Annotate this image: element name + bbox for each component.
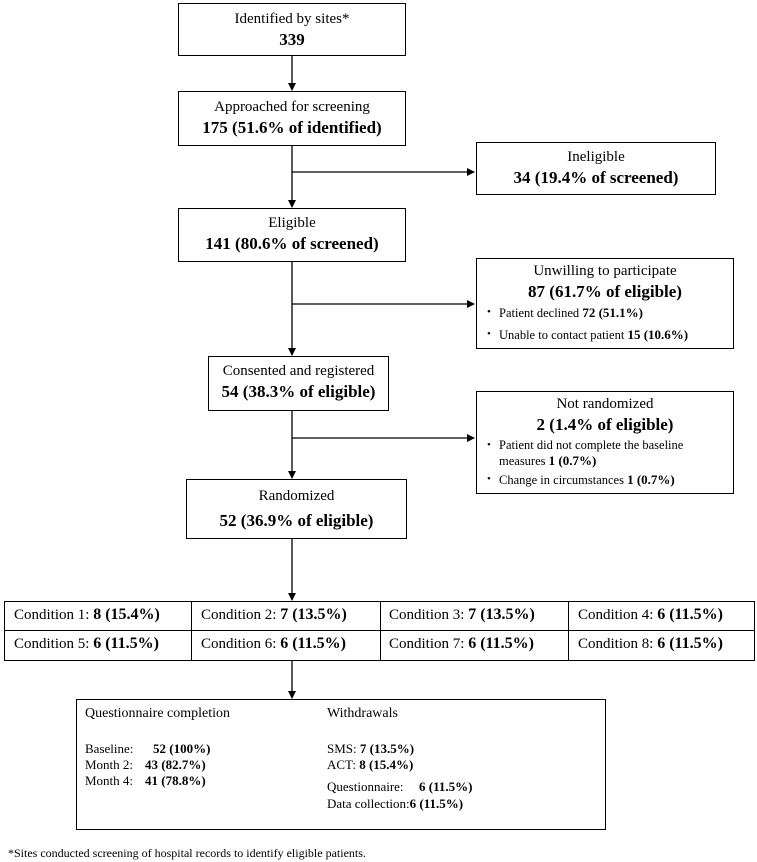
approached-value: 175 (51.6% of identified) — [202, 118, 382, 137]
not-randomized-value: 2 (1.4% of eligible) — [536, 415, 674, 434]
reason-text: Unable to contact patient — [499, 328, 625, 342]
grid-divider — [5, 630, 754, 631]
reason-value: 1 (0.7%) — [627, 472, 675, 487]
consented-value: 54 (38.3% of eligible) — [221, 382, 376, 401]
list-item: Patient did not complete the baseline me… — [487, 438, 727, 469]
footnote: *Sites conducted screening of hospital r… — [8, 846, 366, 860]
reason-text-line1: Patient did not complete the baseline — [499, 438, 684, 452]
condition-cell: Condition 2: 7 (13.5%) — [201, 605, 347, 625]
condition-label: Condition 2: — [201, 607, 277, 623]
not-randomized-reasons: Patient did not complete the baseline me… — [483, 438, 727, 488]
reason-value: 72 (51.1%) — [582, 305, 643, 320]
condition-label: Condition 5: — [14, 636, 90, 652]
reason-text-line2: measures — [499, 454, 546, 468]
unwilling-label: Unwilling to participate — [533, 263, 677, 279]
condition-label: Condition 1: — [14, 607, 90, 623]
row-value: 52 (100%) — [153, 741, 211, 756]
identified-value: 339 — [279, 30, 305, 49]
condition-value: 8 (15.4%) — [93, 606, 160, 623]
condition-label: Condition 7: — [389, 636, 465, 652]
condition-cell: Condition 5: 6 (11.5%) — [14, 634, 159, 654]
randomized-label: Randomized — [258, 488, 335, 504]
consented-box: Consented and registered 54 (38.3% of el… — [208, 356, 389, 411]
condition-label: Condition 6: — [201, 636, 277, 652]
row-value: 8 (15.4%) — [359, 757, 414, 772]
randomized-box: Randomized 52 (36.9% of eligible) — [186, 479, 407, 539]
eligible-box: Eligible 141 (80.6% of screened) — [178, 208, 406, 262]
row-value: 41 (78.8%) — [145, 773, 206, 788]
approached-box: Approached for screening 175 (51.6% of i… — [178, 91, 406, 146]
condition-label: Condition 4: — [578, 607, 654, 623]
condition-label: Condition 8: — [578, 636, 654, 652]
approached-label: Approached for screening — [214, 99, 370, 115]
list-item: Unable to contact patient 15 (10.6%) — [487, 327, 727, 343]
withdrawals-heading: Withdrawals — [327, 706, 398, 721]
unwilling-value: 87 (61.7% of eligible) — [528, 282, 682, 301]
row-value: 43 (82.7%) — [145, 757, 206, 772]
list-item: Change in circumstances 1 (0.7%) — [487, 472, 727, 488]
row-label: Data collection: — [327, 796, 410, 811]
list-item: Patient declined 72 (51.1%) — [487, 305, 727, 321]
withdrawal-row: SMS: 7 (13.5%) — [327, 741, 414, 756]
condition-value: 7 (13.5%) — [280, 606, 347, 623]
consented-label: Consented and registered — [222, 363, 375, 379]
condition-value: 6 (11.5%) — [280, 635, 346, 652]
completion-heading: Questionnaire completion — [85, 706, 231, 721]
identified-box: Identified by sites* 339 — [178, 3, 406, 56]
withdrawal-row: ACT: 8 (15.4%) — [327, 757, 413, 772]
reason-value: 15 (10.6%) — [627, 327, 689, 342]
row-value: 7 (13.5%) — [359, 741, 415, 756]
not-randomized-box: Not randomized 2 (1.4% of eligible) Pati… — [476, 391, 734, 494]
row-label: SMS: — [327, 741, 357, 756]
condition-value: 6 (11.5%) — [657, 606, 723, 623]
condition-cell: Condition 3: 7 (13.5%) — [389, 605, 535, 625]
condition-label: Condition 3: — [389, 607, 465, 623]
unwilling-reasons: Patient declined 72 (51.1%) Unable to co… — [483, 305, 727, 343]
reason-value: 1 (0.7%) — [548, 453, 597, 468]
row-value: 6 (11.5%) — [409, 796, 464, 811]
condition-cell: Condition 1: 8 (15.4%) — [14, 605, 160, 625]
row-label: ACT: — [327, 757, 356, 772]
condition-value: 6 (11.5%) — [468, 635, 534, 652]
row-label: Month 2: — [85, 757, 134, 772]
conditions-grid: Condition 1: 8 (15.4%) Condition 2: 7 (1… — [4, 601, 755, 661]
reason-text: Patient declined — [499, 306, 580, 320]
randomized-value: 52 (36.9% of eligible) — [219, 511, 374, 530]
row-label: Questionnaire: — [327, 779, 404, 794]
condition-cell: Condition 6: 6 (11.5%) — [201, 634, 346, 654]
row-label: Baseline: — [85, 741, 134, 756]
completion-row: Month 2: 43 (82.7%) — [85, 757, 206, 772]
not-randomized-label: Not randomized — [556, 396, 654, 412]
condition-value: 7 (13.5%) — [468, 606, 535, 623]
eligible-label: Eligible — [268, 215, 316, 231]
condition-cell: Condition 4: 6 (11.5%) — [578, 605, 723, 625]
ineligible-box: Ineligible 34 (19.4% of screened) — [476, 142, 716, 195]
condition-cell: Condition 7: 6 (11.5%) — [389, 634, 534, 654]
summary-box: Questionnaire completion Withdrawals Bas… — [76, 699, 606, 830]
unwilling-box: Unwilling to participate 87 (61.7% of el… — [476, 258, 734, 349]
condition-value: 6 (11.5%) — [93, 635, 159, 652]
condition-value: 6 (11.5%) — [657, 635, 723, 652]
grid-divider — [380, 602, 381, 660]
reason-text: Change in circumstances — [499, 473, 624, 487]
completion-row: Month 4: 41 (78.8%) — [85, 773, 206, 788]
condition-cell: Condition 8: 6 (11.5%) — [578, 634, 723, 654]
completion-row: Baseline: 52 (100%) — [85, 741, 210, 756]
withdrawal-row: Data collection:6 (11.5%) — [327, 796, 463, 811]
row-value: 6 (11.5%) — [419, 779, 473, 794]
withdrawal-row: Questionnaire: 6 (11.5%) — [327, 779, 472, 794]
row-label: Month 4: — [85, 773, 134, 788]
eligible-value: 141 (80.6% of screened) — [205, 234, 379, 253]
grid-divider — [568, 602, 569, 660]
ineligible-value: 34 (19.4% of screened) — [513, 168, 679, 187]
ineligible-label: Ineligible — [567, 149, 625, 165]
identified-label: Identified by sites* — [234, 11, 350, 27]
grid-divider — [191, 602, 192, 660]
